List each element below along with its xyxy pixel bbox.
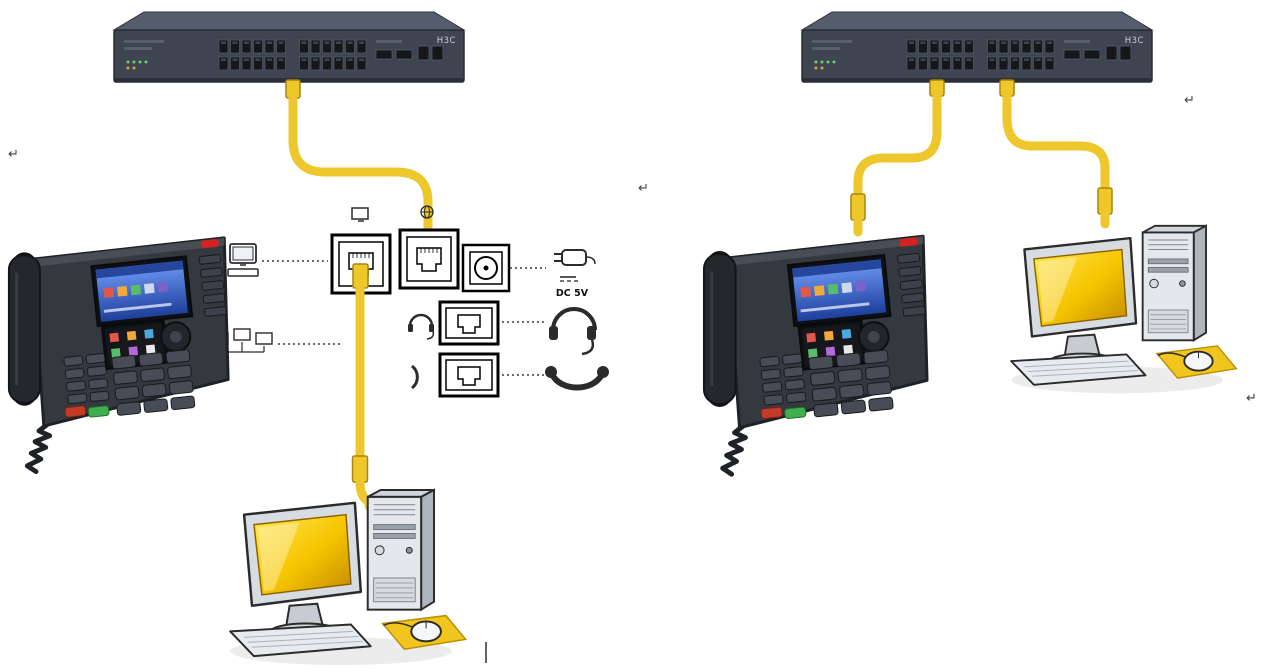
ethernet-switch xyxy=(801,11,1153,83)
handset-mini-icon xyxy=(410,364,419,390)
pc-icon xyxy=(227,243,259,277)
globe-mini-icon xyxy=(420,205,434,219)
power-adapter-icon: DC 5V xyxy=(554,249,596,299)
internet-port-jack xyxy=(398,228,460,290)
ip-phone xyxy=(9,238,230,472)
handset-port-jack xyxy=(438,352,500,398)
paragraph-mark: ↵ xyxy=(1246,391,1257,406)
paragraph-mark: ↵ xyxy=(8,147,19,162)
desktop-computer xyxy=(1009,224,1238,395)
headset-port-jack xyxy=(438,300,500,346)
headset-icon xyxy=(549,307,597,356)
left-setup: DC 5V xyxy=(9,11,609,667)
ip-phone xyxy=(704,236,929,474)
handset-icon xyxy=(545,366,609,391)
switch-to-pc-cable xyxy=(999,79,1113,229)
right-setup xyxy=(704,11,1238,474)
phone-to-pc-cable xyxy=(351,263,374,511)
paragraph-mark: ↵ xyxy=(1184,93,1195,108)
paragraph-mark: ↵ xyxy=(638,181,649,196)
switch-to-phone-cable xyxy=(850,79,945,237)
headset-mini-icon xyxy=(408,313,435,340)
dc-power-jack xyxy=(461,243,511,293)
phone-port-panel: DC 5V xyxy=(330,205,609,398)
monitor-mini-icon xyxy=(351,207,369,222)
ethernet-switch xyxy=(113,11,465,83)
desktop-computer xyxy=(228,488,467,667)
dc-label: DC 5V xyxy=(556,288,589,299)
